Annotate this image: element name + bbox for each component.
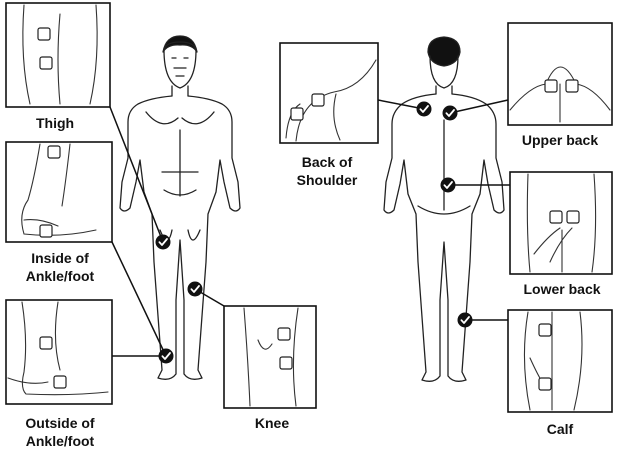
lower-back-label: Lower back <box>523 281 601 297</box>
front-head <box>163 41 197 89</box>
thigh-label: Thigh <box>36 115 75 131</box>
calf-label: Calf <box>546 421 574 437</box>
outside-ankle-label-line1: Outside of <box>25 415 95 431</box>
inside-ankle-label: Inside of Ankle/foot <box>14 249 106 285</box>
upper-back-label: Upper back <box>521 132 599 148</box>
inside-ankle-label-line1: Inside of <box>31 250 89 266</box>
calf-inset-box <box>507 309 613 413</box>
back-shoulder-label: Back of Shoulder <box>282 153 372 189</box>
back-head <box>429 55 459 89</box>
back-body-figure <box>383 36 505 382</box>
outside-ankle-label-line2: Ankle/foot <box>25 433 95 449</box>
front-torso <box>119 95 241 380</box>
inside-ankle-label-line2: Ankle/foot <box>25 268 95 284</box>
back-torso <box>383 93 505 382</box>
back-shoulder-label-line1: Back of <box>301 154 353 170</box>
back-hair <box>427 36 461 67</box>
back-shoulder-label-line2: Shoulder <box>296 172 358 188</box>
front-hair <box>162 35 198 53</box>
knee-inset-box <box>223 305 317 409</box>
front-body-figure <box>119 35 241 380</box>
knee-label: Knee <box>254 415 290 431</box>
outside-ankle-label: Outside of Ankle/foot <box>14 414 106 450</box>
inside-ankle-inset-box <box>5 141 113 243</box>
